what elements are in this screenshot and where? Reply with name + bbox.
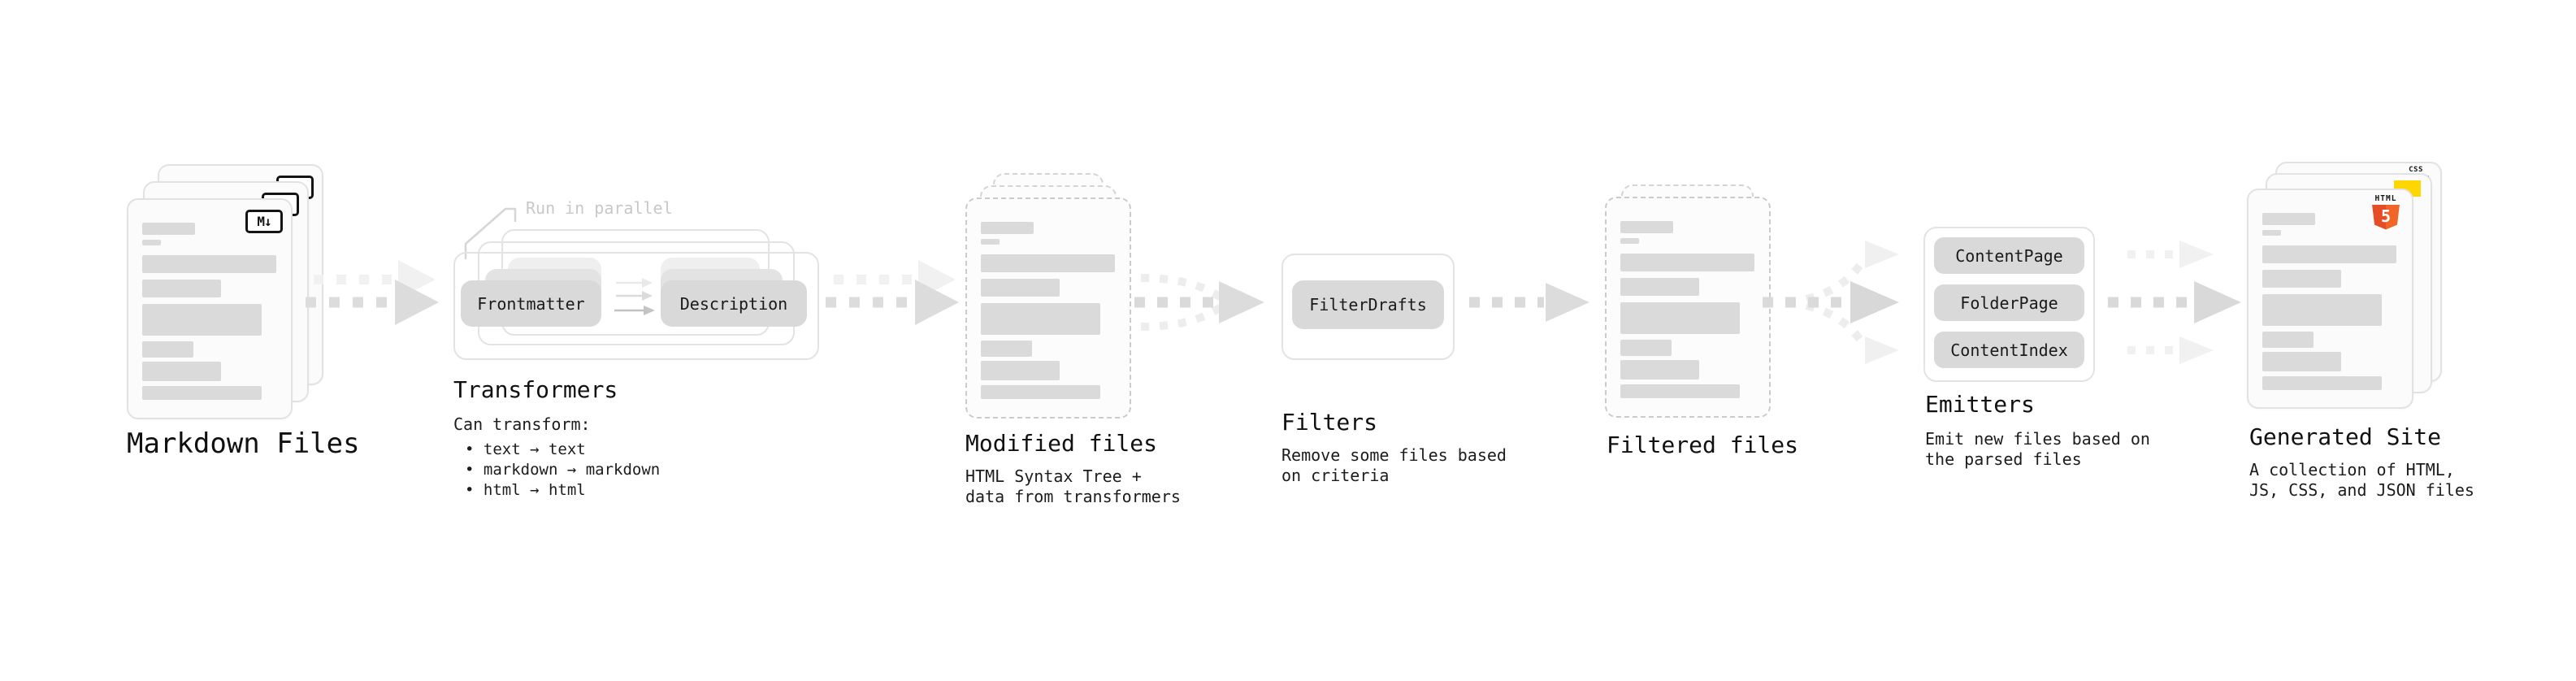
arrow-filters-to-filtered-icon [1469, 283, 1589, 322]
generated-site-description: A collection of HTML, JS, CSS, and JSON … [2249, 460, 2474, 501]
modified-files-label: Modified files [965, 430, 1158, 457]
section-markdown-files: M↓ M↓ M↓ Markdown Files [127, 163, 387, 504]
section-modified-files: Modified files HTML Syntax Tree + data f… [956, 163, 1216, 520]
generated-html-file-card: HTML 5 [2247, 189, 2413, 409]
emitters-desc-line: the parsed files [1925, 449, 2082, 469]
generated-desc-line: A collection of HTML, [2249, 460, 2455, 479]
section-transformers: Run in parallel Frontmatter Description … [442, 195, 832, 536]
description-transformer-pill: Description [661, 280, 807, 327]
modified-files-description: HTML Syntax Tree + data from transformer… [965, 466, 1181, 507]
filters-desc-line: Remove some files based [1281, 445, 1507, 465]
filtered-file-card-front [1605, 197, 1771, 418]
run-in-parallel-annotation: Run in parallel [526, 198, 673, 218]
transformers-label: Transformers [453, 376, 618, 403]
filtered-files-label: Filtered files [1607, 432, 1799, 458]
transformers-desc-title: Can transform: [453, 414, 591, 434]
transformer-frame-front [453, 252, 819, 360]
arrows-emitters-to-site-icon [2108, 241, 2241, 364]
html5-icon: HTML 5 [2370, 195, 2402, 230]
folderpage-emitter-pill: FolderPage [1934, 284, 2084, 321]
emitters-label: Emitters [1925, 391, 2035, 418]
document-text-placeholder [981, 222, 1115, 399]
document-text-placeholder [142, 223, 276, 400]
modified-file-card-front [965, 197, 1131, 419]
arrow-transformers-to-modified-icon [826, 260, 959, 325]
transformers-bullet: • text → text [465, 440, 586, 458]
filterdrafts-pill: FilterDrafts [1292, 280, 1444, 329]
modified-desc-line: data from transformers [965, 487, 1181, 506]
section-generated-site: CSS HTML 5 Generated Site A collection o… [2247, 161, 2523, 518]
document-text-placeholder [1620, 221, 1754, 398]
section-filtered-files: Filtered files [1605, 163, 1865, 504]
css-icon-label: CSS [2409, 166, 2423, 174]
generated-desc-line: JS, CSS, and JSON files [2249, 480, 2474, 500]
html5-shield: 5 [2372, 204, 2400, 230]
document-text-placeholder [2262, 213, 2396, 390]
filters-desc-line: on criteria [1281, 466, 1390, 485]
markdown-file-card-front: M↓ [127, 198, 293, 419]
annotation-leader-line [464, 207, 517, 260]
arrow-fan-in-to-filters-icon [1134, 274, 1264, 331]
parallel-flow-arrows-icon [614, 278, 655, 315]
markdown-files-label: Markdown Files [127, 427, 360, 460]
transformers-bullet: • html → html [465, 481, 586, 499]
filters-description: Remove some files based on criteria [1281, 445, 1507, 486]
transformers-bullet: • markdown → markdown [465, 461, 661, 479]
generated-site-label: Generated Site [2249, 423, 2442, 450]
emitters-desc-line: Emit new files based on [1925, 429, 2150, 449]
section-filters: FilterDrafts Filters Remove some files b… [1281, 228, 1542, 488]
filters-label: Filters [1281, 409, 1378, 436]
arrow-markdown-to-transformers-icon [306, 260, 439, 325]
contentpage-emitter-pill: ContentPage [1934, 237, 2084, 274]
markdown-icon: M↓ [245, 210, 283, 233]
arrow-fan-out-to-emitters-icon [1763, 241, 1899, 364]
transformers-description: Can transform: • text → text • markdown … [453, 414, 660, 501]
emitters-description: Emit new files based on the parsed files [1925, 429, 2150, 470]
frontmatter-transformer-pill: Frontmatter [461, 280, 601, 327]
contentindex-emitter-pill: ContentIndex [1934, 332, 2084, 368]
modified-desc-line: HTML Syntax Tree + [965, 466, 1142, 486]
section-emitters: ContentPage FolderPage ContentIndex Emit… [1923, 195, 2184, 488]
html5-icon-label: HTML [2374, 194, 2397, 203]
